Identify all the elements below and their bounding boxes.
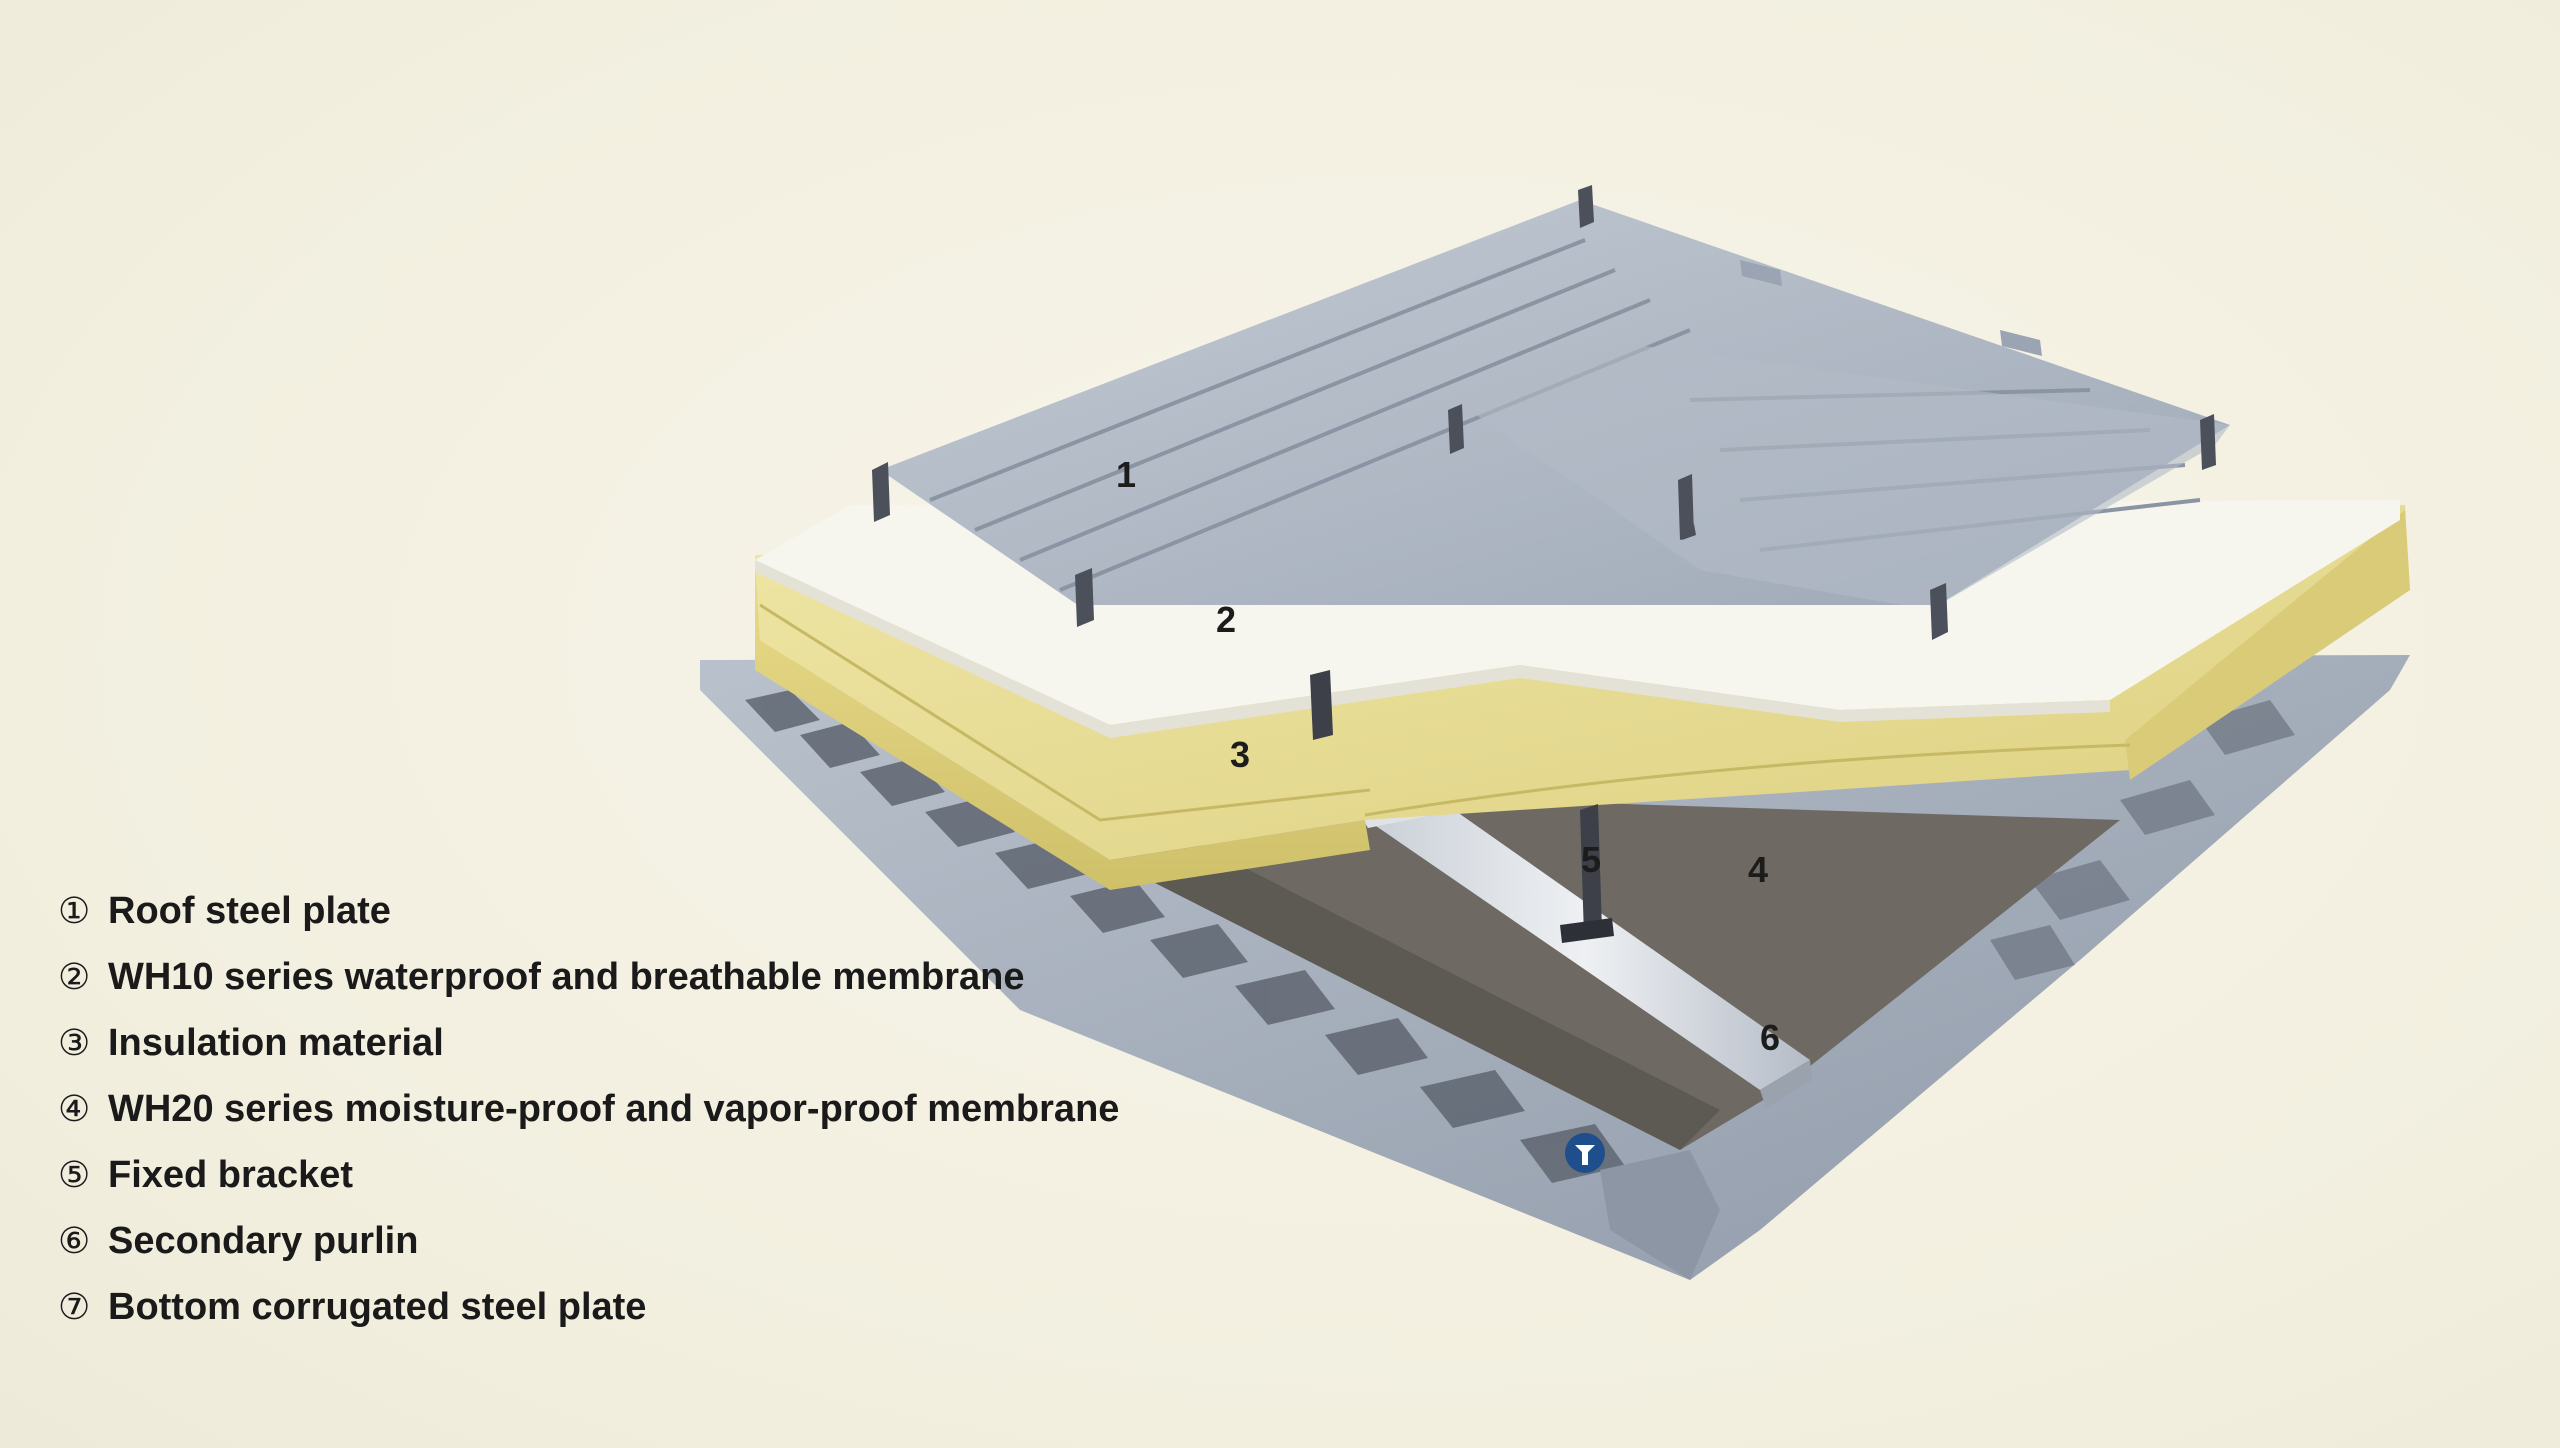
legend-marker: ②	[58, 956, 91, 998]
callout-5: 5	[1581, 839, 1601, 880]
legend-marker: ③	[58, 1022, 91, 1064]
legend-item-fixed-bracket: ⑤ Fixed bracket	[58, 1142, 1119, 1208]
roof-plate-seams	[872, 185, 2216, 640]
legend-marker: ⑦	[58, 1286, 91, 1328]
legend-marker: ①	[58, 890, 91, 932]
legend-label: Insulation material	[108, 1021, 444, 1064]
legend-label: Bottom corrugated steel plate	[108, 1285, 647, 1328]
roof-steel-plate	[872, 185, 2230, 640]
legend-marker: ⑥	[58, 1220, 91, 1262]
legend-label: Secondary purlin	[108, 1219, 419, 1262]
screw-head	[1565, 1133, 1605, 1173]
fixed-bracket	[1310, 670, 1614, 943]
legend-item-vapor-proof-membrane: ④ WH20 series moisture-proof and vapor-p…	[58, 1076, 1119, 1142]
legend-label: WH20 series moisture-proof and vapor-pro…	[108, 1087, 1120, 1130]
legend-item-roof-steel-plate: ① Roof steel plate	[58, 878, 1119, 944]
legend-marker: ⑤	[58, 1154, 91, 1196]
legend-label: WH10 series waterproof and breathable me…	[108, 955, 1025, 998]
callout-2: 2	[1216, 599, 1236, 640]
callout-4: 4	[1748, 849, 1768, 890]
legend-label: Roof steel plate	[108, 889, 391, 932]
callout-1: 1	[1116, 454, 1136, 495]
callout-6: 6	[1760, 1017, 1780, 1058]
legend-label: Fixed bracket	[108, 1153, 353, 1196]
legend-item-breathable-membrane: ② WH10 series waterproof and breathable …	[58, 944, 1119, 1010]
legend-item-secondary-purlin: ⑥ Secondary purlin	[58, 1208, 1119, 1274]
callout-3: 3	[1230, 734, 1250, 775]
component-legend: ① Roof steel plate ② WH10 series waterpr…	[58, 878, 1119, 1340]
legend-item-bottom-corrugated-steel-plate: ⑦ Bottom corrugated steel plate	[58, 1274, 1119, 1340]
bottom-plate-ribs	[745, 690, 1625, 1183]
legend-item-insulation-material: ③ Insulation material	[58, 1010, 1119, 1076]
legend-marker: ④	[58, 1088, 91, 1130]
